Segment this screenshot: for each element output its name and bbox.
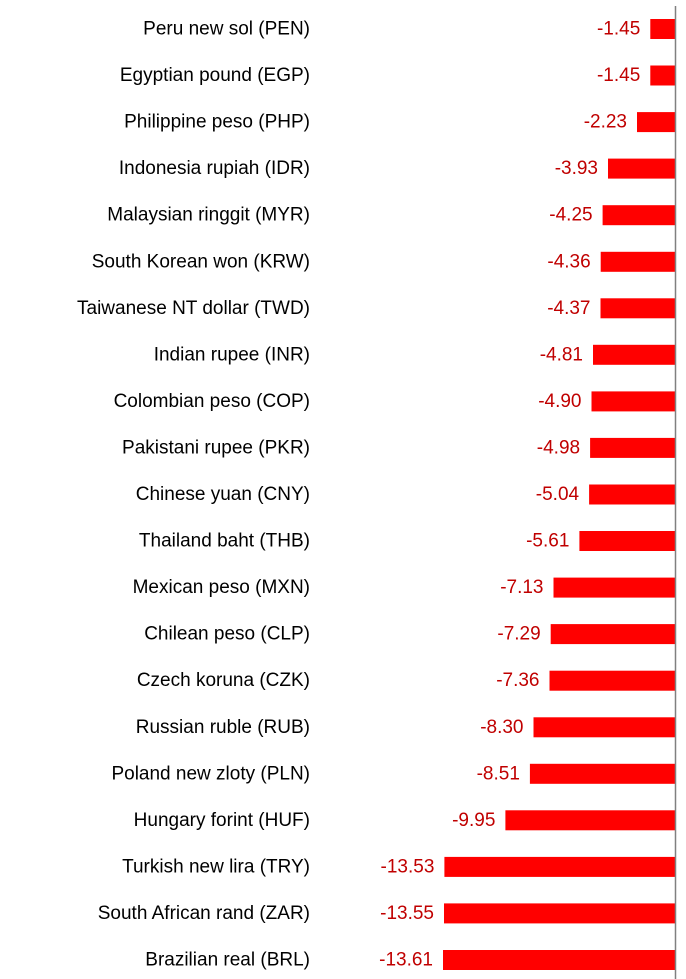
value-label: -1.45 — [597, 19, 640, 40]
category-label: South Korean won (KRW) — [92, 251, 310, 272]
value-label: -8.30 — [480, 717, 523, 738]
bar — [591, 391, 675, 412]
value-label: -4.98 — [537, 437, 580, 458]
value-label: -7.29 — [497, 624, 540, 645]
category-label: Poland new zloty (PLN) — [111, 763, 310, 784]
value-label: -13.53 — [381, 856, 435, 877]
value-label: -13.61 — [379, 950, 433, 971]
bar — [444, 903, 675, 924]
category-labels: Peru new sol (PEN) Egyptian pound (EGP) Ph… — [77, 19, 310, 971]
value-label: -2.23 — [584, 112, 627, 133]
category-label: Egyptian pound (EGP) — [120, 65, 310, 86]
value-label: -3.93 — [555, 158, 598, 179]
category-label: Philippine peso (PHP) — [124, 112, 310, 133]
value-labels: -1.45 -1.45 -2.23 -3.93 -4.25 -4.36 -4.37 -4.81… — [379, 19, 640, 971]
category-label: Chinese yuan (CNY) — [136, 484, 310, 505]
value-label: -9.95 — [452, 810, 495, 831]
category-label: Mexican peso (MXN) — [133, 577, 310, 598]
category-label: Turkish new lira (TRY) — [122, 856, 310, 877]
category-label: Russian ruble (RUB) — [136, 717, 310, 738]
value-label: -7.13 — [500, 577, 543, 598]
value-label: -8.51 — [477, 763, 520, 784]
category-label: Hungary forint (HUF) — [134, 810, 310, 831]
value-label: -4.25 — [549, 205, 592, 226]
category-label: Indonesia rupiah (IDR) — [119, 158, 310, 179]
bar — [650, 65, 675, 86]
value-label: -4.37 — [547, 298, 590, 319]
bar — [650, 19, 675, 39]
bar — [637, 112, 675, 133]
value-label: -5.04 — [536, 484, 580, 505]
bar — [444, 856, 675, 877]
category-label: Indian rupee (INR) — [154, 344, 310, 365]
category-label: Peru new sol (PEN) — [143, 19, 310, 40]
bar — [443, 950, 675, 970]
category-label: South African rand (ZAR) — [98, 903, 310, 924]
bar — [600, 251, 675, 272]
value-label: -4.90 — [538, 391, 581, 412]
value-label: -4.36 — [547, 251, 590, 272]
category-label: Chilean peso (CLP) — [144, 624, 310, 645]
category-label: Malaysian ringgit (MYR) — [107, 205, 310, 226]
bar — [529, 763, 675, 784]
bar — [550, 624, 675, 645]
category-label: Czech koruna (CZK) — [137, 670, 310, 691]
value-label: -5.61 — [526, 531, 569, 552]
category-label: Taiwanese NT dollar (TWD) — [77, 298, 310, 319]
value-label: -7.36 — [496, 670, 539, 691]
bar — [602, 205, 675, 226]
bar — [600, 298, 675, 319]
bar — [553, 577, 675, 598]
bar — [608, 158, 675, 179]
bar — [590, 437, 675, 458]
bar — [549, 670, 675, 691]
bar — [593, 344, 675, 365]
bar — [579, 531, 675, 551]
category-label: Pakistani rupee (PKR) — [122, 437, 310, 458]
bar — [505, 810, 675, 831]
value-label: -13.55 — [380, 903, 434, 924]
category-label: Thailand baht (THB) — [139, 531, 310, 552]
value-label: -1.45 — [597, 65, 640, 86]
category-label: Colombian peso (COP) — [114, 391, 310, 412]
bar — [533, 717, 675, 738]
category-label: Brazilian real (BRL) — [145, 950, 310, 971]
value-label: -4.81 — [540, 344, 583, 365]
bars-group — [443, 19, 675, 970]
bar — [589, 484, 675, 505]
